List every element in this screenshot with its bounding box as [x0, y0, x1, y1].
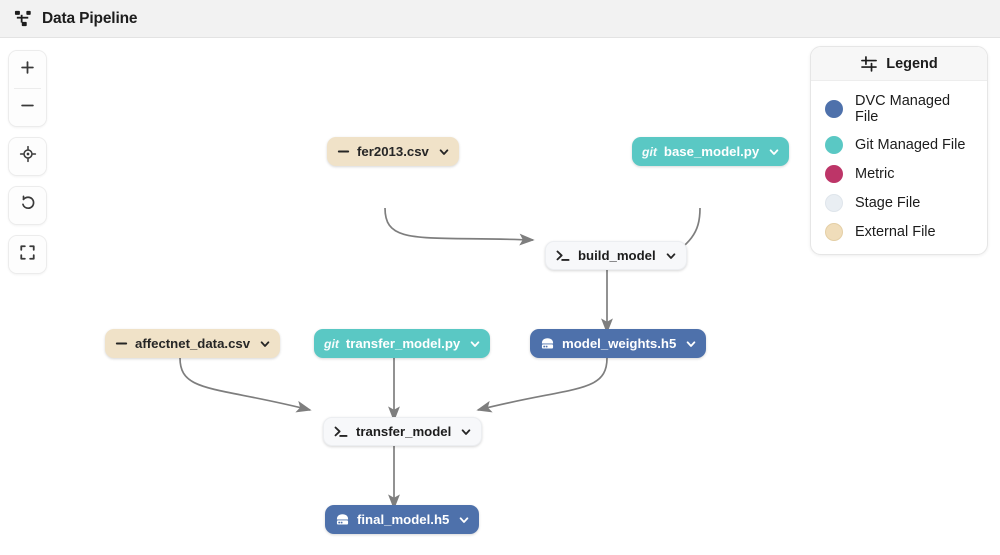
legend-item[interactable]: Git Managed File: [811, 130, 987, 159]
legend-item[interactable]: Metric: [811, 159, 987, 188]
graph-node-affectnet[interactable]: affectnet_data.csv: [105, 329, 281, 358]
legend-color-swatch: [825, 135, 843, 154]
node-label: affectnet_data.csv: [135, 336, 251, 351]
node-label: build_model: [578, 248, 656, 263]
dash-icon: [337, 145, 350, 158]
chevron-down-icon[interactable]: [460, 426, 472, 438]
legend-item-label: Metric: [855, 165, 895, 182]
database-icon: [540, 337, 555, 350]
sliders-icon: [860, 55, 878, 73]
node-git-badge: git: [642, 144, 657, 159]
node-label: final_model.h5: [357, 512, 450, 527]
database-icon: [335, 513, 350, 526]
legend-item[interactable]: DVC Managed File: [811, 87, 987, 130]
legend-item[interactable]: Stage File: [811, 188, 987, 217]
graph-node-transfer_model[interactable]: transfer_model: [323, 417, 483, 446]
chevron-down-icon[interactable]: [665, 250, 677, 262]
node-label: model_weights.h5: [562, 336, 677, 351]
graph-node-fer2013[interactable]: fer2013.csv: [327, 137, 459, 166]
legend-title: Legend: [886, 55, 938, 72]
chevron-down-icon[interactable]: [438, 146, 450, 158]
chevron-down-icon[interactable]: [458, 514, 470, 526]
node-label: transfer_model: [356, 424, 452, 439]
legend-item-label: DVC Managed File: [855, 92, 951, 125]
undo-icon: [19, 194, 37, 217]
legend-item-label: External File: [855, 223, 936, 240]
pipeline-icon: [14, 9, 33, 28]
plus-icon: [19, 59, 36, 81]
center-control-group: [8, 137, 47, 176]
graph-edge-affectnet-to-transfer_model: [179, 357, 312, 413]
chevron-down-icon[interactable]: [768, 146, 780, 158]
graph-node-final_model[interactable]: final_model.h5: [325, 505, 480, 534]
page-title: Data Pipeline: [42, 9, 138, 27]
legend-item-label: Git Managed File: [855, 136, 966, 153]
reset-control-group: [8, 186, 47, 225]
legend-color-swatch: [825, 193, 843, 212]
legend-color-swatch: [825, 222, 843, 241]
graph-edge-model_weights-to-transfer_model: [476, 357, 608, 413]
legend-color-swatch: [825, 164, 843, 183]
center-view-button[interactable]: [9, 138, 46, 175]
fullscreen-control-group: [8, 235, 47, 274]
node-label: base_model.py: [663, 144, 760, 159]
node-label: fer2013.csv: [357, 144, 429, 159]
graph-node-base_model[interactable]: git base_model.py: [632, 137, 790, 166]
zoom-out-button[interactable]: [9, 89, 46, 126]
graph-node-build_model[interactable]: build_model: [545, 241, 687, 270]
terminal-icon: [334, 425, 349, 439]
crosshair-icon: [19, 145, 37, 168]
graph-node-model_weights[interactable]: model_weights.h5: [530, 329, 707, 358]
graph-edge-fer2013-to-build_model: [384, 207, 535, 246]
legend-header: Legend: [811, 47, 987, 81]
legend-item[interactable]: External File: [811, 217, 987, 246]
minus-icon: [19, 97, 36, 119]
expand-icon: [19, 244, 36, 266]
chevron-down-icon[interactable]: [685, 338, 697, 350]
canvas-controls: [8, 50, 47, 274]
chevron-down-icon[interactable]: [469, 338, 481, 350]
zoom-in-button[interactable]: [9, 51, 46, 88]
fullscreen-button[interactable]: [9, 236, 46, 273]
node-label: transfer_model.py: [345, 336, 461, 351]
reset-view-button[interactable]: [9, 187, 46, 224]
control-divider: [14, 88, 41, 89]
zoom-control-group: [8, 50, 47, 127]
node-git-badge: git: [324, 336, 339, 351]
dash-icon: [115, 337, 128, 350]
legend-color-swatch: [825, 99, 843, 118]
graph-node-transfer_py[interactable]: git transfer_model.py: [314, 329, 491, 358]
terminal-icon: [556, 249, 571, 263]
app-header: Data Pipeline: [0, 0, 1000, 38]
legend-item-label: Stage File: [855, 194, 921, 211]
chevron-down-icon[interactable]: [259, 338, 271, 350]
